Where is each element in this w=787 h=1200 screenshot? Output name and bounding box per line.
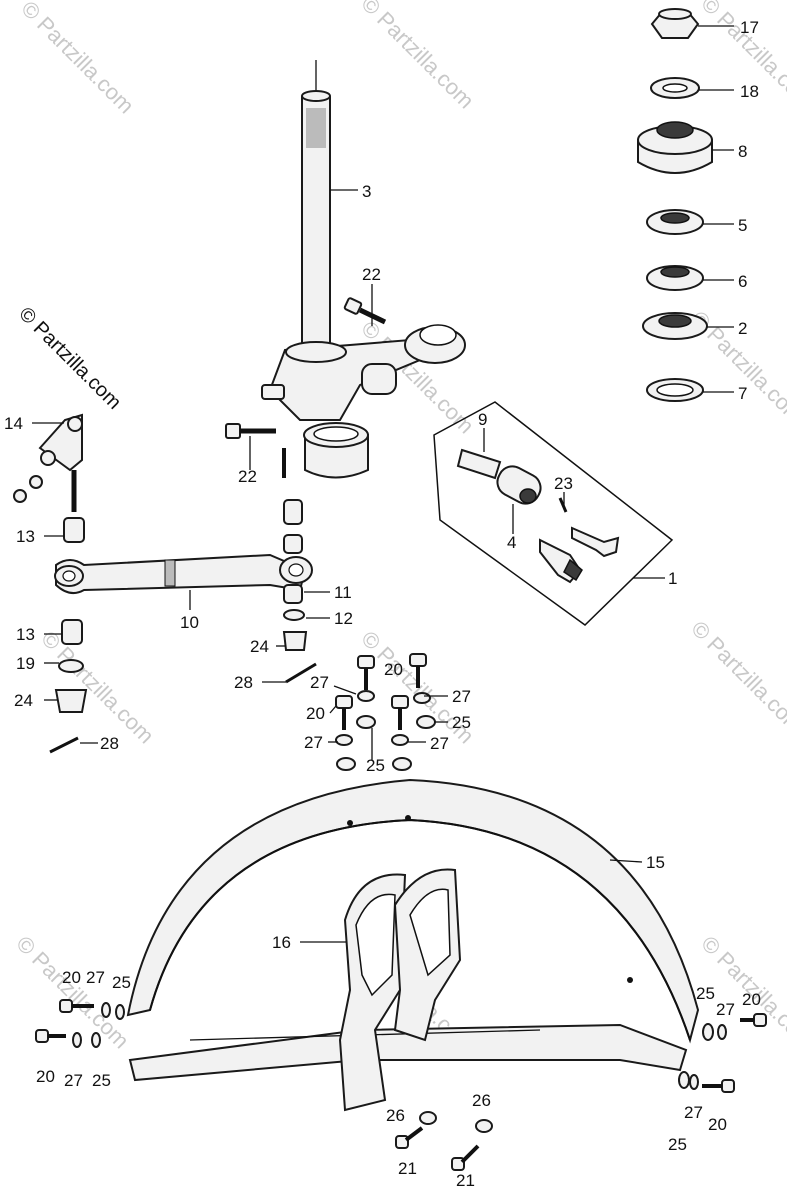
washer-12: [283, 609, 305, 621]
callout-label: 21: [456, 1171, 475, 1190]
callout-label: 27: [430, 734, 449, 753]
damper-rubber-13a: [63, 517, 85, 543]
callout-label: 25: [92, 1071, 111, 1090]
callout-label: 13: [16, 625, 35, 644]
callout-label: 14: [4, 414, 23, 433]
callout-labels: 17 18 8 5 6 2 7 3 22 22 9 23 4 1 14 13 1…: [4, 18, 761, 1190]
callout-label: 25: [112, 973, 131, 992]
callout-label: 12: [334, 609, 353, 628]
nut-top-face: [658, 8, 692, 20]
steering-damper: [13, 413, 317, 754]
callout-label: 9: [478, 410, 487, 429]
callout-label: 24: [250, 637, 269, 656]
kit-outline: [433, 401, 674, 626]
fender-side-hardware: [35, 999, 767, 1171]
callout-label: 28: [234, 673, 253, 692]
callout-label: 2: [738, 319, 747, 338]
callout-label: 27: [64, 1071, 83, 1090]
callout-label: 20: [742, 990, 761, 1009]
callout-label: 25: [668, 1135, 687, 1154]
callout-label: 28: [100, 734, 119, 753]
watermark: © Partzilla.com: [36, 626, 159, 749]
callout-label: 27: [86, 968, 105, 987]
callout-label: 21: [398, 1159, 417, 1178]
watermark: © Partzilla.com: [16, 0, 139, 118]
callout-label: 13: [16, 527, 35, 546]
callout-label: 1: [668, 569, 677, 588]
fender-stay-brace: [128, 1023, 688, 1082]
washer-19: [58, 659, 84, 673]
callout-label: 10: [180, 613, 199, 632]
damper-rod-10: [55, 553, 307, 595]
cable-guide-kit: [433, 401, 674, 626]
cable-holder: [496, 465, 542, 505]
watermark: © Partzilla.com: [686, 616, 787, 739]
damper-rubber-11: [283, 584, 303, 604]
fender-hardware-middle: [335, 653, 436, 771]
callout-label: 20: [62, 968, 81, 987]
callout-label: 23: [554, 474, 573, 493]
watermark: © Partzilla.com: [356, 0, 479, 113]
callout-label: 27: [304, 733, 323, 752]
front-fender: [126, 778, 700, 1112]
nut-24a: [282, 631, 308, 651]
callout-label: 11: [334, 583, 352, 602]
callout-label: 15: [646, 853, 665, 872]
callout-label: 20: [36, 1067, 55, 1086]
watermark-dark: © Partzilla.com: [14, 303, 125, 414]
cotter-pin-28b: [49, 736, 79, 754]
cotter-pin-28a: [285, 662, 317, 684]
watermark: © Partzilla.com: [11, 931, 134, 1054]
callout-label: 25: [452, 713, 471, 732]
bolt-grommet: [571, 526, 620, 558]
damper-rubber-13b: [61, 619, 83, 645]
callout-label: 25: [696, 984, 715, 1003]
callout-label: 5: [738, 216, 747, 235]
callout-label: 16: [272, 933, 291, 952]
callout-label: 25: [366, 756, 385, 775]
callout-label: 18: [740, 82, 759, 101]
callout-label: 26: [386, 1106, 405, 1125]
callout-label: 27: [716, 1000, 735, 1019]
callout-label: 20: [306, 704, 325, 723]
callout-label: 27: [684, 1103, 703, 1122]
callout-label: 27: [310, 673, 329, 692]
clamp-bolt-boss: [361, 363, 397, 395]
callout-label: 7: [738, 384, 747, 403]
callout-label: 3: [362, 182, 371, 201]
callout-label: 8: [738, 142, 747, 161]
callout-label: 20: [708, 1115, 727, 1134]
callout-label: 20: [384, 660, 403, 679]
callout-label: 19: [16, 654, 35, 673]
steering-bearing-stack: [637, 8, 713, 402]
callout-label: 26: [472, 1091, 491, 1110]
callout-label: 4: [507, 533, 516, 552]
steering-stem: [261, 60, 466, 479]
callout-label: 6: [738, 272, 747, 291]
callout-label: 24: [14, 691, 33, 710]
callout-label: 17: [740, 18, 759, 37]
callout-label: 27: [452, 687, 471, 706]
callout-label: 22: [238, 467, 257, 486]
callout-label: 22: [362, 265, 381, 284]
nut-24b: [54, 689, 88, 713]
leader-lines: [32, 25, 734, 943]
